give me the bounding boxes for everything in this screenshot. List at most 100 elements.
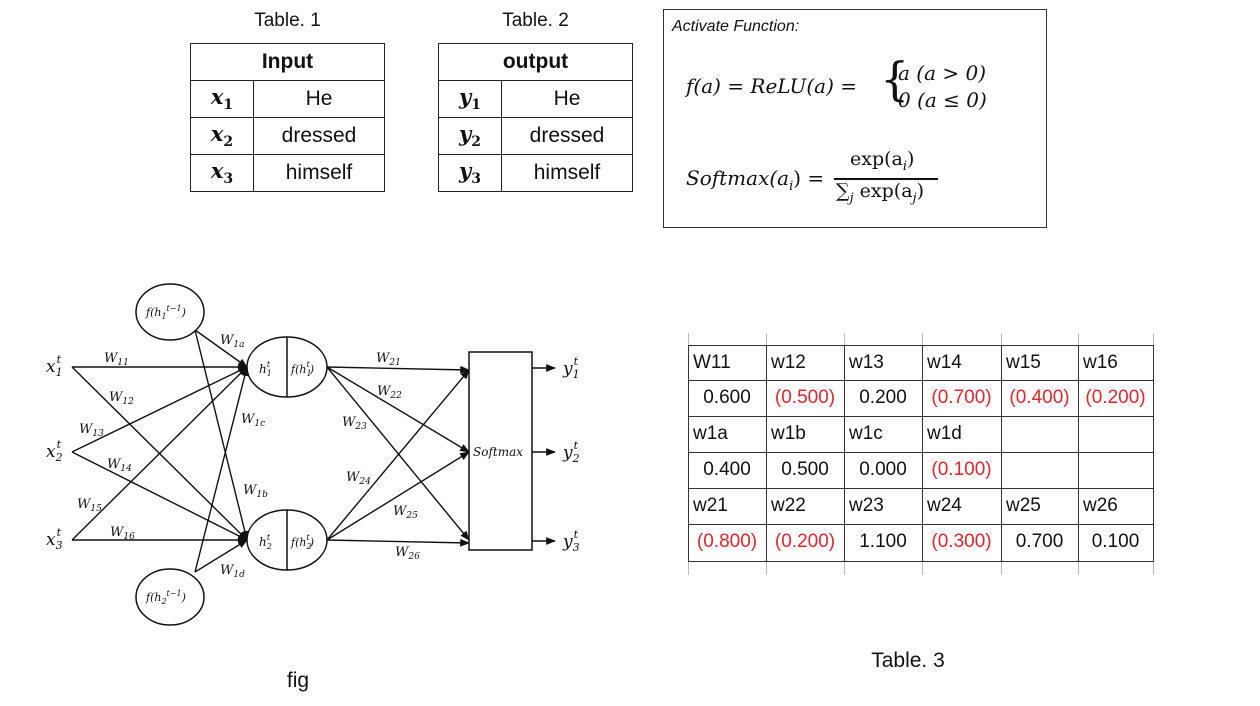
output-y1-label: y1t — [562, 355, 580, 381]
relu-case-nonpositive: 0 (a ≤ 0) — [898, 88, 987, 112]
weight-name: w15 — [1006, 352, 1041, 373]
edge-w25 — [326, 451, 470, 541]
softmax-fraction-bar — [834, 178, 938, 180]
edge-w22 — [326, 366, 470, 453]
table-row: x2 dressed — [190, 117, 385, 155]
relu-lhs: f(a) = ReLU(a) = — [686, 74, 857, 98]
hidden-label-2: h2t — [259, 533, 272, 551]
weight-name: w25 — [1006, 495, 1041, 516]
input-variable: x3 — [190, 154, 254, 192]
input-variable: x2 — [190, 117, 254, 155]
table1-caption: Table. 1 — [254, 10, 321, 31]
grid-line-horizontal — [688, 524, 1154, 526]
table-row: x1 He — [190, 80, 385, 118]
weight-value: (0.300) — [931, 531, 992, 552]
softmax-label: Softmax — [473, 445, 523, 459]
relu-case-positive: a (a > 0) — [898, 61, 987, 85]
edge-w23 — [326, 366, 470, 541]
weight-name: w26 — [1083, 495, 1118, 516]
weight-label-w24: W24 — [346, 470, 371, 487]
prev-state-node-1 — [135, 283, 205, 341]
weight-name: w21 — [693, 495, 728, 516]
weight-label-w1c: W1c — [241, 412, 265, 429]
edge-w1d — [194, 539, 248, 573]
weight-label-w11: W11 — [104, 351, 129, 368]
edge-w26 — [326, 538, 470, 547]
weight-value: (0.400) — [1009, 387, 1070, 408]
edge-w14 — [71, 451, 248, 541]
output-table: output y1 He y2 dressed y3 himself — [438, 43, 633, 192]
weight-name: w22 — [771, 495, 806, 516]
activate-function-title: Activate Function: — [672, 18, 800, 35]
table3-caption: Table. 3 — [871, 649, 945, 672]
weight-value: (0.100) — [931, 459, 992, 480]
hidden-label-1: h1t — [259, 360, 272, 378]
weight-name: w1a — [693, 423, 728, 444]
grid-line-horizontal — [688, 561, 1154, 563]
weight-value: (0.700) — [931, 387, 992, 408]
output-table-header: output — [438, 43, 633, 81]
prev-state-node-2 — [135, 568, 205, 626]
table-row: y3 himself — [438, 154, 633, 192]
weight-name: w13 — [849, 352, 884, 373]
weight-value: (0.200) — [774, 531, 836, 552]
weight-name: w12 — [771, 352, 806, 373]
input-x3-label: x3t — [46, 526, 63, 552]
edge-w1c — [194, 366, 249, 573]
softmax-denominator: ∑j exp(aj) — [836, 180, 924, 206]
input-variable: x1 — [190, 80, 254, 118]
relu-brace: { — [880, 52, 910, 106]
weight-label-w26: W26 — [395, 545, 420, 562]
table-row: y1 He — [438, 80, 633, 118]
input-word: himself — [253, 154, 385, 192]
weight-value: 0.100 — [1091, 531, 1140, 552]
prev-state-label-1: f(h1t−1) — [145, 304, 186, 321]
weight-label-w21: W21 — [376, 351, 401, 368]
input-word: dressed — [253, 117, 385, 155]
weight-label-w16: W16 — [110, 525, 135, 542]
softmax-numerator: exp(ai) — [850, 148, 915, 174]
figure-caption: fig — [286, 669, 310, 692]
weight-value: 0.000 — [859, 459, 907, 480]
output-word: himself — [501, 154, 633, 192]
weight-name: w16 — [1083, 352, 1118, 373]
softmax-block — [468, 351, 533, 551]
edge-w13 — [71, 366, 248, 453]
weight-value: (0.500) — [774, 387, 836, 408]
weight-value: 0.700 — [1015, 531, 1064, 552]
input-x1-label: x1t — [46, 353, 63, 379]
activation-label-2: f(h2t) — [290, 533, 314, 551]
table2-caption: Table. 2 — [502, 10, 569, 31]
grid-line-horizontal — [688, 452, 1154, 454]
table-row: x3 himself — [190, 154, 385, 192]
output-variable: y3 — [438, 154, 502, 192]
weight-label-w12: W12 — [109, 390, 134, 407]
weight-value: 0.400 — [703, 459, 751, 480]
weight-value: 1.100 — [859, 531, 907, 552]
table-row: y2 dressed — [438, 117, 633, 155]
weight-name: w1b — [771, 423, 806, 444]
output-y2-label: y2t — [562, 439, 580, 465]
grid-line-horizontal — [688, 488, 1154, 490]
weight-label-w14: W14 — [107, 457, 132, 474]
weight-label-w1b: W1b — [243, 483, 268, 500]
weight-value: (0.800) — [696, 531, 758, 552]
edge-w24 — [326, 369, 470, 541]
weight-label-w15: W15 — [77, 497, 102, 514]
grid-line-horizontal — [688, 345, 1154, 347]
edge-w1a — [194, 329, 248, 368]
activate-function-box: Activate Function: f(a) = ReLU(a) = { a … — [663, 9, 1047, 228]
weight-name: w24 — [927, 495, 962, 516]
weight-name: W11 — [693, 352, 731, 373]
softmax-lhs: Softmax(ai) = — [686, 166, 825, 194]
weight-label-w1a: W1a — [220, 333, 244, 350]
weight-name: w1d — [927, 423, 962, 444]
grid-line-horizontal — [688, 416, 1154, 418]
weight-name: w1c — [849, 423, 883, 444]
output-word: dressed — [501, 117, 633, 155]
weight-name: w23 — [849, 495, 884, 516]
input-x2-label: x2t — [46, 438, 63, 464]
input-table: Input x1 He x2 dressed x3 himself — [190, 43, 385, 192]
weight-value: 0.600 — [703, 387, 751, 408]
